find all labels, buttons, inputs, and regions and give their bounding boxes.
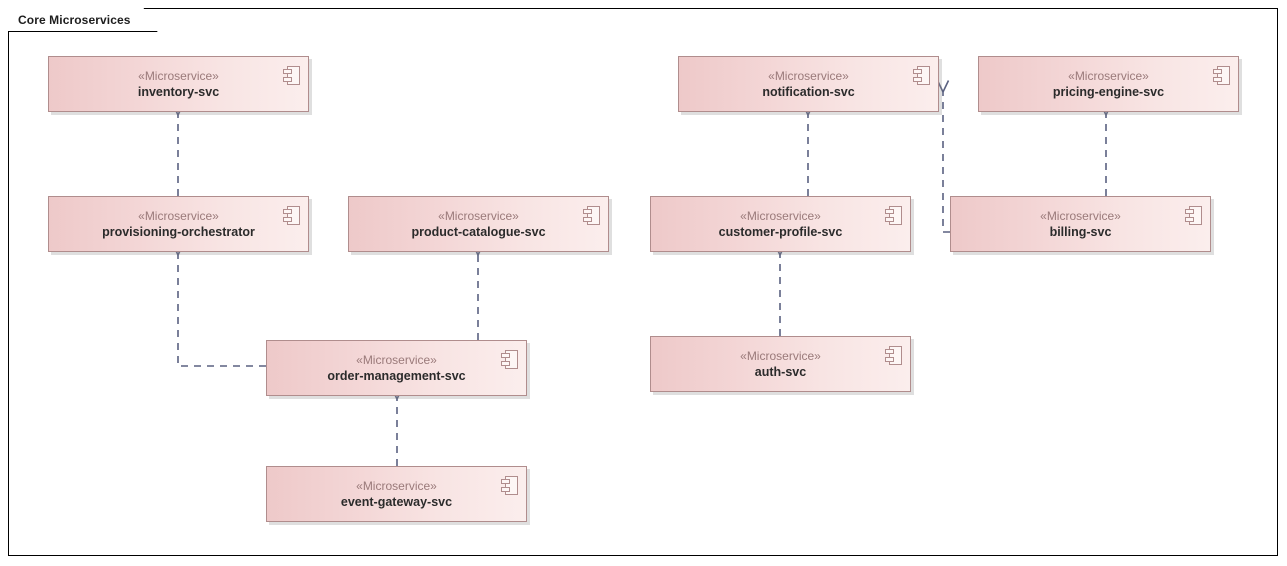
component-stereotype: «Microservice» — [138, 208, 219, 223]
component-icon — [283, 66, 300, 85]
component-stereotype: «Microservice» — [356, 352, 437, 367]
component-name: order-management-svc — [327, 368, 466, 383]
component-stereotype: «Microservice» — [438, 208, 519, 223]
component-stereotype: «Microservice» — [1040, 208, 1121, 223]
component-pricing-engine-svc[interactable]: «Microservice»pricing-engine-svc — [978, 56, 1239, 112]
diagram-frame-label: Core Microservices — [18, 12, 131, 27]
component-billing-svc[interactable]: «Microservice»billing-svc — [950, 196, 1211, 252]
component-icon — [1213, 66, 1230, 85]
component-stereotype: «Microservice» — [740, 348, 821, 363]
component-icon — [501, 476, 518, 495]
component-icon — [501, 350, 518, 369]
component-product-catalogue-svc[interactable]: «Microservice»product-catalogue-svc — [348, 196, 609, 252]
component-icon — [283, 206, 300, 225]
component-auth-svc[interactable]: «Microservice»auth-svc — [650, 336, 911, 392]
component-icon — [913, 66, 930, 85]
diagram-frame-tab[interactable]: Core Microservices — [8, 8, 158, 32]
component-stereotype: «Microservice» — [138, 68, 219, 83]
component-icon — [885, 346, 902, 365]
component-icon — [885, 206, 902, 225]
diagram-frame — [8, 8, 1278, 556]
component-name: product-catalogue-svc — [411, 224, 546, 239]
component-inventory-svc[interactable]: «Microservice»inventory-svc — [48, 56, 309, 112]
component-name: customer-profile-svc — [718, 224, 843, 239]
component-event-gateway-svc[interactable]: «Microservice»event-gateway-svc — [266, 466, 527, 522]
component-name: pricing-engine-svc — [1052, 84, 1165, 99]
component-stereotype: «Microservice» — [1068, 68, 1149, 83]
component-order-management-svc[interactable]: «Microservice»order-management-svc — [266, 340, 527, 396]
component-name: event-gateway-svc — [340, 494, 453, 509]
component-stereotype: «Microservice» — [356, 478, 437, 493]
component-stereotype: «Microservice» — [740, 208, 821, 223]
component-stereotype: «Microservice» — [768, 68, 849, 83]
component-name: auth-svc — [754, 364, 807, 379]
component-notification-svc[interactable]: «Microservice»notification-svc — [678, 56, 939, 112]
component-name: notification-svc — [762, 84, 855, 99]
component-name: inventory-svc — [137, 84, 220, 99]
component-name: provisioning-orchestrator — [102, 224, 255, 239]
component-name: billing-svc — [1049, 224, 1112, 239]
component-icon — [583, 206, 600, 225]
component-provisioning-orchestrator[interactable]: «Microservice»provisioning-orchestrator — [48, 196, 309, 252]
component-icon — [1185, 206, 1202, 225]
component-customer-profile-svc[interactable]: «Microservice»customer-profile-svc — [650, 196, 911, 252]
